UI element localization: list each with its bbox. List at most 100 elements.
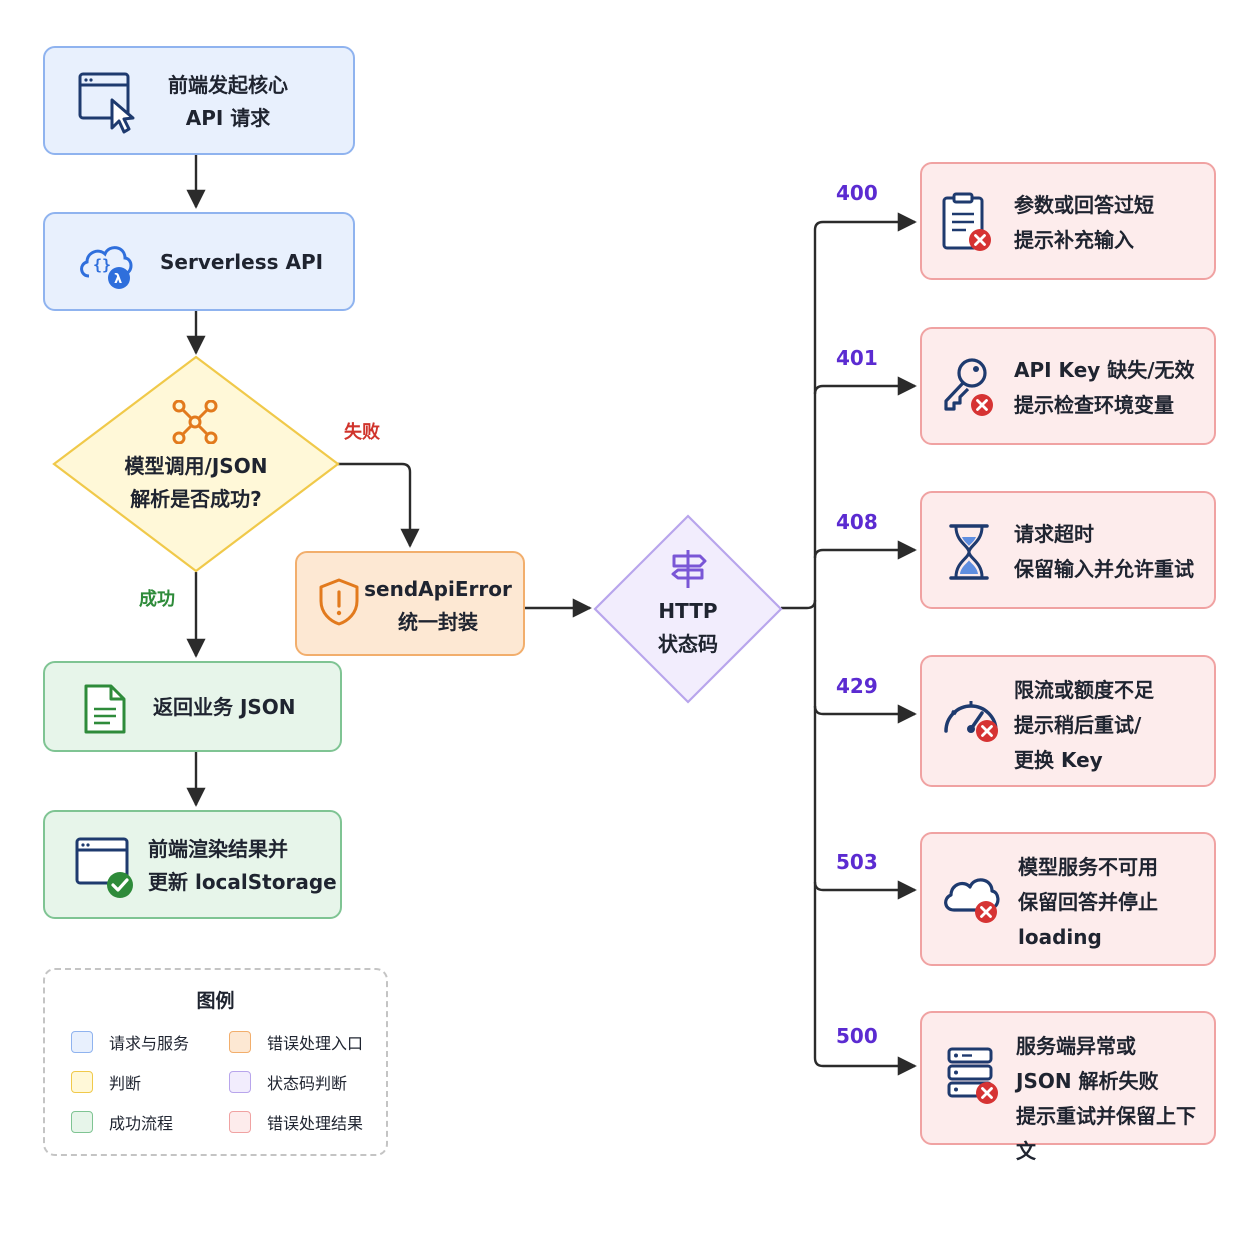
error-429-line3: 更换 Key <box>1014 748 1103 772</box>
shield-alert-icon <box>319 578 359 626</box>
branch-401 <box>813 376 917 396</box>
error-500-text: 服务端异常或 JSON 解析失败 提示重试并保留上下文 <box>1016 1029 1214 1169</box>
code-429-label: 429 <box>836 674 878 698</box>
svg-text:λ: λ <box>114 272 122 287</box>
error-500-line1: 服务端异常或 <box>1016 1034 1136 1058</box>
fail-label: 失败 <box>344 422 380 443</box>
branch-503 <box>813 880 917 900</box>
code-408-label: 408 <box>836 510 878 534</box>
decision-text: 模型调用/JSON 解析是否成功? <box>100 450 292 516</box>
http-line1: HTTP <box>658 599 718 623</box>
error-503-line3: loading <box>1018 925 1102 949</box>
legend-item-error-entry: 错误处理入口 <box>229 1030 363 1054</box>
error-401-line2: 提示检查环境变量 <box>1014 393 1174 417</box>
decision-line1: 模型调用/JSON <box>124 454 268 478</box>
error-500-line2: JSON 解析失败 <box>1016 1069 1159 1093</box>
render-line2: 更新 localStorage <box>148 870 337 894</box>
error-429-line2: 提示稍后重试/ <box>1014 713 1142 737</box>
cloud-lambda-icon: {} λ <box>80 246 133 289</box>
legend-swatch-orange <box>229 1031 251 1053</box>
success-label: 成功 <box>139 589 175 610</box>
error-400-line2: 提示补充输入 <box>1014 228 1134 252</box>
error-429-text: 限流或额度不足 提示稍后重试/ 更换 Key <box>1014 673 1154 778</box>
error-500-line3: 提示重试并保留上下文 <box>1016 1104 1196 1163</box>
error-503-line2: 保留回答并停止 <box>1018 890 1158 914</box>
hourglass-icon <box>949 524 989 580</box>
error-500-box: 服务端异常或 JSON 解析失败 提示重试并保留上下文 <box>920 1011 1216 1163</box>
legend-label-error-entry: 错误处理入口 <box>267 1034 364 1053</box>
error-408-line1: 请求超时 <box>1014 522 1094 546</box>
branch-408 <box>813 540 917 560</box>
key-error-icon <box>944 358 993 416</box>
gauge-error-icon <box>944 701 998 742</box>
cloud-error-icon <box>944 878 1000 923</box>
legend-swatch-yellow <box>71 1071 93 1093</box>
legend-swatch-green <box>71 1111 93 1133</box>
start-line1: 前端发起核心 <box>168 73 288 97</box>
legend-title: 图例 <box>196 990 235 1012</box>
legend-label-success: 成功流程 <box>109 1114 174 1133</box>
error-401-box: API Key 缺失/无效 提示检查环境变量 <box>920 327 1216 445</box>
legend-label-error-result: 错误处理结果 <box>267 1114 364 1133</box>
legend-swatch-red <box>229 1111 251 1133</box>
http-diamond <box>593 514 783 704</box>
serverless-label: Serverless API <box>160 250 324 274</box>
legend: 图例 请求与服务 错误处理入口 判断 状态码判断 成功流程 错误处理结果 <box>43 968 388 1156</box>
send-error-text: sendApiError 统一封装 <box>363 573 513 639</box>
send-error-line1: sendApiError <box>364 577 512 601</box>
legend-item-status-code: 状态码判断 <box>229 1070 347 1094</box>
browser-check-icon <box>75 837 133 898</box>
error-408-box: 请求超时 保留输入并允许重试 <box>920 491 1216 609</box>
legend-label-status-code: 状态码判断 <box>267 1074 348 1093</box>
svg-text:{}: {} <box>93 256 111 274</box>
error-503-box: 模型服务不可用 保留回答并停止 loading <box>920 832 1216 966</box>
legend-label-request: 请求与服务 <box>109 1034 190 1053</box>
error-408-text: 请求超时 保留输入并允许重试 <box>1014 517 1194 587</box>
start-request-node: 前端发起核心 API 请求 <box>43 46 355 155</box>
error-429-line1: 限流或额度不足 <box>1014 678 1154 702</box>
legend-item-success: 成功流程 <box>71 1110 173 1134</box>
arrow-fail-to-senderror <box>338 462 420 548</box>
send-error-line2: 统一封装 <box>398 610 478 634</box>
error-408-line2: 保留输入并允许重试 <box>1014 557 1194 581</box>
start-line2: API 请求 <box>185 106 271 130</box>
browser-cursor-icon <box>78 72 135 134</box>
code-500-label: 500 <box>836 1024 878 1048</box>
decision-diamond <box>52 355 340 573</box>
return-json-node: 返回业务 JSON <box>43 661 342 752</box>
http-branch-trunk-down <box>813 600 917 1076</box>
error-400-box: 参数或回答过短 提示补充输入 <box>920 162 1216 280</box>
error-400-text: 参数或回答过短 提示补充输入 <box>1014 188 1154 258</box>
legend-swatch-blue <box>71 1031 93 1053</box>
render-node: 前端渲染结果并 更新 localStorage <box>43 810 342 919</box>
legend-item-request: 请求与服务 <box>71 1030 189 1054</box>
error-503-line1: 模型服务不可用 <box>1018 855 1158 879</box>
code-400-label: 400 <box>836 181 878 205</box>
error-429-box: 限流或额度不足 提示稍后重试/ 更换 Key <box>920 655 1216 787</box>
send-api-error-node: sendApiError 统一封装 <box>295 551 525 656</box>
start-node-text: 前端发起核心 API 请求 <box>153 69 303 135</box>
http-branch-trunk <box>781 212 917 610</box>
return-json-label: 返回业务 JSON <box>153 695 296 719</box>
legend-item-error-result: 错误处理结果 <box>229 1110 363 1134</box>
signpost-icon <box>671 550 707 588</box>
legend-label-decision: 判断 <box>109 1074 142 1093</box>
http-text: HTTP 状态码 <box>628 595 748 661</box>
render-node-text: 前端渲染结果并 更新 localStorage <box>148 833 337 899</box>
document-icon <box>84 684 126 734</box>
code-401-label: 401 <box>836 346 878 370</box>
code-503-label: 503 <box>836 850 878 874</box>
branch-429 <box>813 704 917 724</box>
clipboard-error-icon <box>942 192 991 251</box>
http-line2: 状态码 <box>658 632 718 656</box>
error-401-line1: API Key 缺失/无效 <box>1014 358 1195 382</box>
error-503-text: 模型服务不可用 保留回答并停止 loading <box>1018 850 1158 955</box>
legend-swatch-purple <box>229 1071 251 1093</box>
error-400-line1: 参数或回答过短 <box>1014 193 1154 217</box>
render-line1: 前端渲染结果并 <box>148 837 288 861</box>
serverless-node: {} λ Serverless API <box>43 212 355 311</box>
decision-line2: 解析是否成功? <box>130 487 262 511</box>
server-error-icon <box>947 1047 998 1104</box>
network-nodes-icon <box>172 400 218 444</box>
